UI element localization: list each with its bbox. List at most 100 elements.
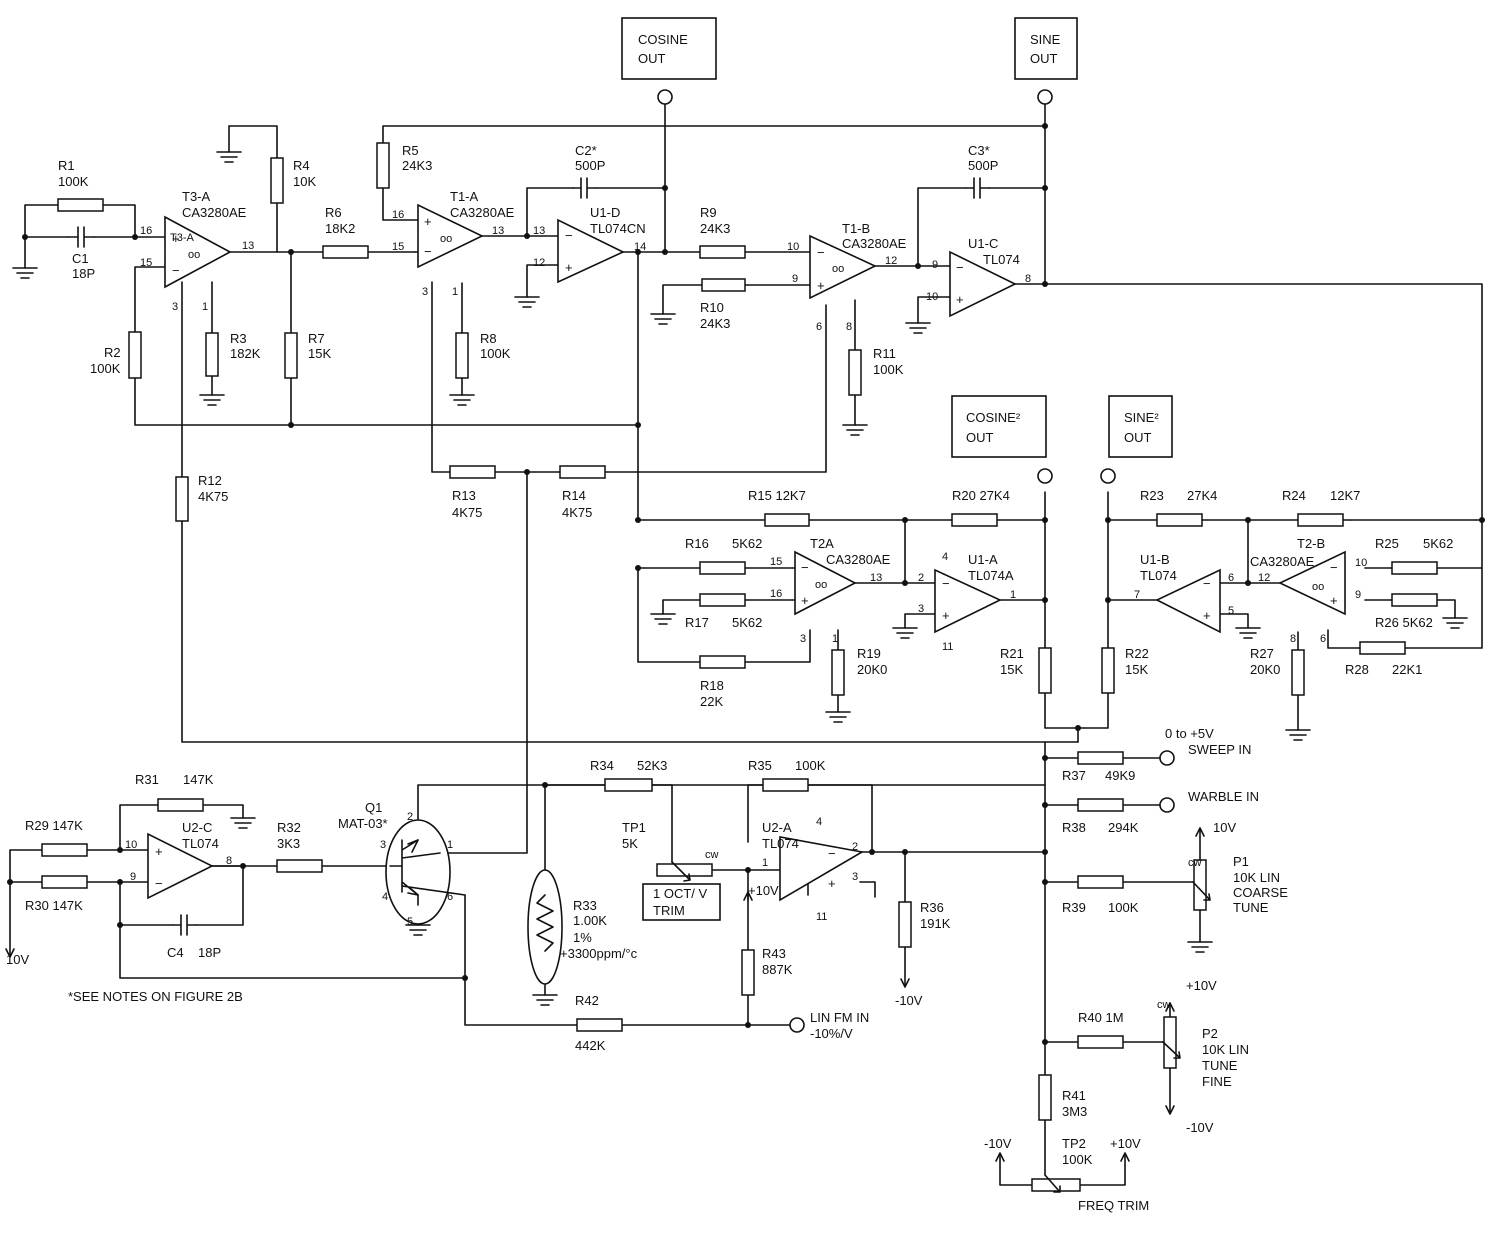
r36-body [898,901,912,948]
t2b-ota-icon [1278,550,1346,616]
schematic-label: 147K [183,772,214,787]
sweep-in-terminal-icon [1159,750,1175,766]
schematic-label: 3 [852,871,858,883]
schematic-label: R27 [1250,646,1274,661]
schematic-label: 3 [918,603,924,615]
schematic-label: cw [1188,857,1202,869]
schematic-label: 1 [762,857,768,869]
arrow-up-icon [743,891,753,901]
schematic-label: 9 [130,871,136,883]
tp1-pot-body [656,863,713,877]
schematic-label: R5 [402,143,419,158]
schematic-label: 16 [140,225,152,237]
schematic-label: 5 [407,916,413,928]
schematic-label: R2 [104,345,121,360]
schematic-label: 5K62 [1423,536,1453,551]
t1b-ota-icon [809,234,877,300]
schematic-label: CA3280AE [842,236,907,251]
schematic-label: R10 [700,300,724,315]
arrow-up-icon [1120,1152,1130,1162]
schematic-label: − [1203,576,1211,591]
schematic-label: R19 [857,646,881,661]
arrow-up-icon [1195,827,1205,837]
t1a-ota-icon [417,203,484,269]
schematic-label: 15 [770,556,782,568]
schematic-label: 10V [6,952,29,967]
ground-icon [825,711,851,723]
schematic-label: R9 [700,205,717,220]
schematic-label: oo [815,579,827,591]
schematic-label: R41 [1062,1088,1086,1103]
schematic-label: R33 [573,898,597,913]
schematic-label: 9 [792,273,798,285]
r11-body [848,349,862,396]
schematic-label: 100K [1062,1152,1093,1167]
r19-body [831,649,845,696]
schematic-label: − [1330,560,1338,575]
schematic-label: OUT [966,430,994,445]
schematic-label: R29 147K [25,818,83,833]
schematic-label: 12 [885,255,897,267]
schematic-label: 13 [533,225,545,237]
schematic-label: + [828,876,836,891]
schematic-label: 8 [1290,633,1296,645]
schematic-label: C2* [575,143,597,158]
schematic-label: COSINE [638,32,688,47]
ground-icon [905,322,931,334]
r29-body [41,843,88,857]
r17-body [699,593,746,607]
schematic-label: TUNE [1233,900,1269,915]
schematic-label: 1.00K [573,913,607,928]
r3-body [205,332,219,377]
schematic-label: T1-B [842,221,870,236]
schematic-label: R1 [58,158,75,173]
p1-wiper-icon [1192,881,1211,901]
q1-transistor-pair-icon [385,819,466,925]
r24-body [1297,513,1344,527]
schematic-label: cw [1157,999,1171,1011]
schematic-label: R32 [277,820,301,835]
schematic-label: + [155,844,163,859]
schematic-label: U2-C [182,820,212,835]
tp1-wiper-icon [671,861,691,882]
r8-body [455,332,469,379]
c4-capacitor-icon [172,914,197,936]
schematic-label: R14 [562,488,586,503]
schematic-label: 2 [407,811,413,823]
r23-body [1156,513,1203,527]
r6-body [322,245,369,259]
schematic-label: TP2 [1062,1136,1086,1151]
schematic-label: 1 [202,301,208,313]
r15-body [764,513,810,527]
schematic-label: − [172,263,180,278]
schematic-label: 9 [932,259,938,271]
p1-pot-body [1193,859,1207,911]
schematic-label: 15K [1125,662,1148,677]
schematic-label: WARBLE IN [1188,789,1259,804]
arrow-up-icon [995,1152,1005,1162]
tp1-trim-box: 1 OCT/ V TRIM [642,883,721,921]
schematic-label: R8 [480,331,497,346]
schematic-label: 10 [787,241,799,253]
schematic-label: 16 [392,209,404,221]
schematic-label: 1% [573,930,592,945]
schematic-label: R35 [748,758,772,773]
r13-body [449,465,496,479]
schematic-label: − [424,244,432,259]
schematic-label: + [956,292,964,307]
schematic-label: R18 [700,678,724,693]
schematic-label: 3M3 [1062,1104,1087,1119]
amplifier-symbols: T3-A +− oo +− oo −+ −+ oo −+ −+ oo −+ −+… [147,203,1346,902]
schematic-label: − [155,876,163,891]
schematic-label: 15 [140,257,152,269]
schematic-label: R31 [135,772,159,787]
r26-body [1391,593,1438,607]
schematic-label: 191K [920,916,951,931]
schematic-label: 6 [447,891,453,903]
schematic-label: U2-A [762,820,792,835]
u1c-opamp-icon [949,250,1017,318]
r21-body [1038,647,1052,694]
u2c-opamp-icon [147,832,214,900]
wiring [9,103,1483,1186]
